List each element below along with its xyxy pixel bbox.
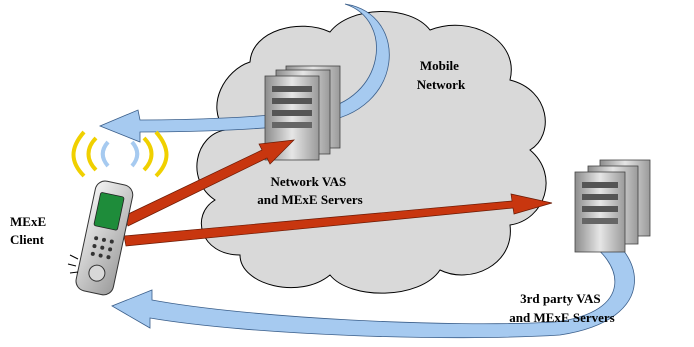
mobile-network-cloud (196, 11, 547, 294)
mobile-network-label: Mobile Network (417, 58, 466, 92)
mexe-client-phone-icon (75, 180, 134, 296)
red-arrow-to-network-servers (123, 139, 295, 227)
blue-return-arrow-bottom (111, 221, 635, 339)
network-server-stack (264, 65, 341, 161)
network-servers-label: Network VAS and MExE Servers (257, 174, 362, 207)
third-party-servers-label: 3rd party VAS and MExE Servers (509, 291, 614, 325)
red-arrow-to-third-party-servers (123, 193, 553, 247)
blue-return-arrow-top (98, 3, 390, 143)
phone-ring-lines (67, 254, 79, 274)
mexe-client-label: MExE Client (10, 214, 49, 247)
radio-wave-icon (71, 130, 169, 178)
third-party-server-stack (574, 159, 651, 253)
